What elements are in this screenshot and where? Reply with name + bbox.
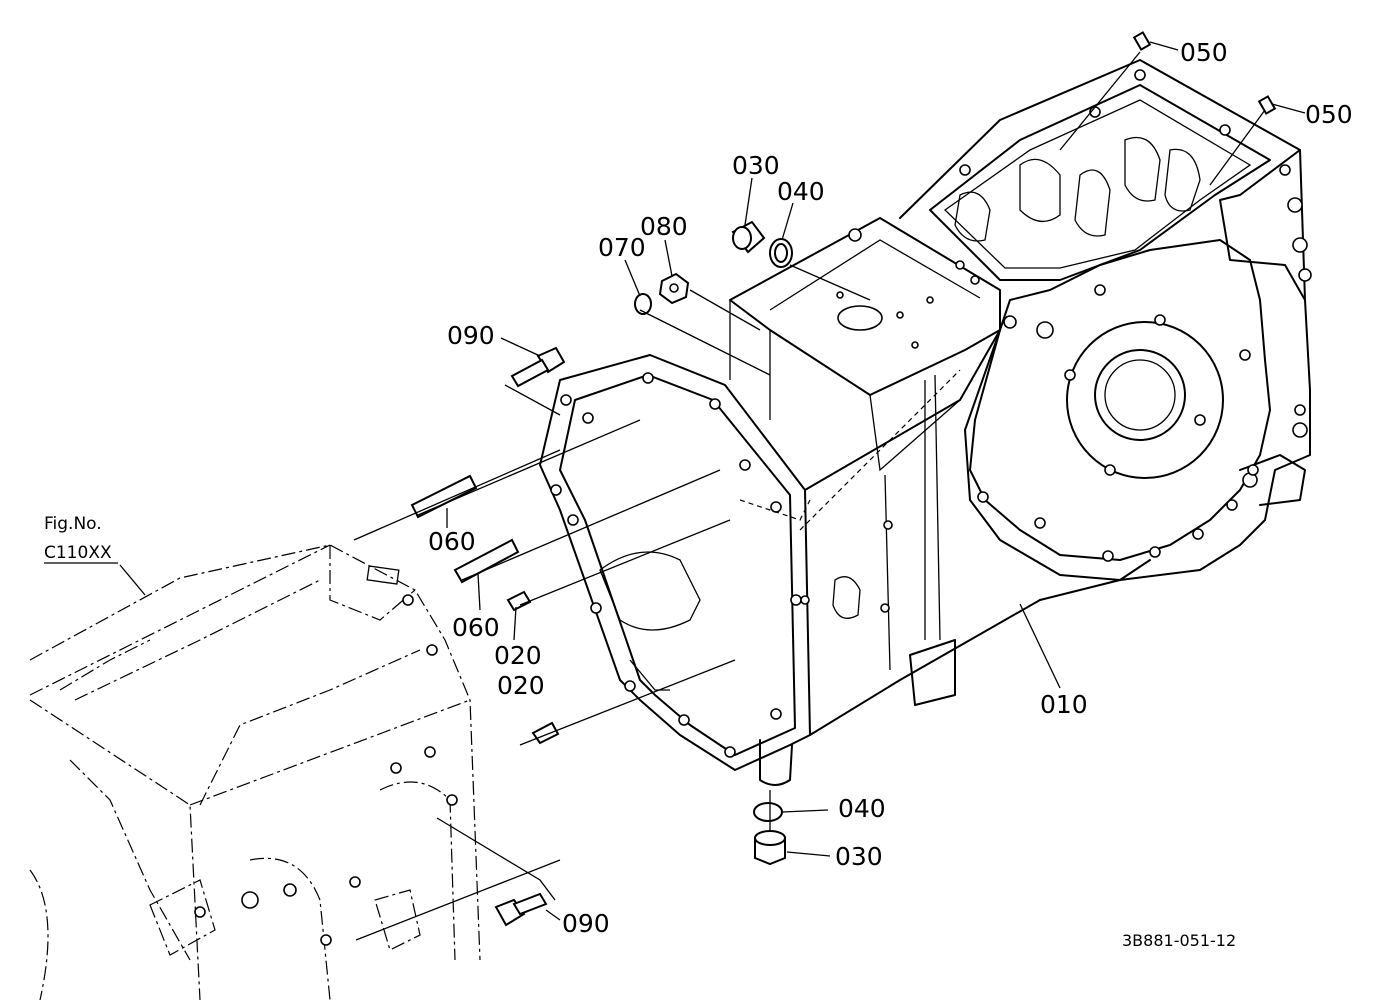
plug-030-bottom — [754, 830, 786, 866]
assembly-lines — [353, 264, 961, 941]
nut-080 — [658, 272, 690, 305]
callout-labels: 050 050 030 040 080 070 090 060 060 020 … — [428, 38, 1353, 938]
set-screw-050 — [1132, 31, 1277, 115]
callout-090-bottom: 090 — [562, 909, 610, 938]
dowel-pin-020-lower — [531, 721, 560, 745]
callout-040-top: 040 — [777, 177, 825, 206]
callout-010: 010 — [1040, 690, 1088, 719]
dowel-pin-020-upper — [506, 590, 532, 612]
callout-030-top: 030 — [732, 151, 780, 180]
callout-020-upper: 020 — [494, 641, 542, 670]
callout-080: 080 — [640, 212, 688, 241]
callout-060-lower: 060 — [452, 613, 500, 642]
callout-070: 070 — [598, 233, 646, 262]
callout-060-upper: 060 — [428, 527, 476, 556]
adjacent-housing-phantom — [29, 544, 481, 1001]
figure-ref-line1: Fig.No. — [44, 514, 102, 534]
callout-040-bottom: 040 — [838, 794, 886, 823]
callout-050-right: 050 — [1305, 100, 1353, 129]
figure-ref-line2: C110XX — [44, 543, 112, 563]
bolt-090-bottom — [494, 892, 548, 927]
plug-030-top — [731, 220, 766, 254]
washer-070 — [634, 293, 652, 315]
callout-020-lower: 020 — [497, 671, 545, 700]
callout-030-bottom: 030 — [835, 842, 883, 871]
callout-050-top: 050 — [1180, 38, 1228, 67]
transmission-case — [539, 59, 1312, 786]
figure-reference: Fig.No. C110XX — [44, 514, 118, 564]
leader-lines — [119, 41, 1306, 921]
drawing-number: 3B881-051-12 — [1122, 931, 1236, 950]
washer-040-bottom — [753, 802, 783, 822]
bolt-090-top — [510, 346, 566, 388]
stud-060-lower — [453, 538, 520, 584]
callout-090-top: 090 — [447, 321, 495, 350]
